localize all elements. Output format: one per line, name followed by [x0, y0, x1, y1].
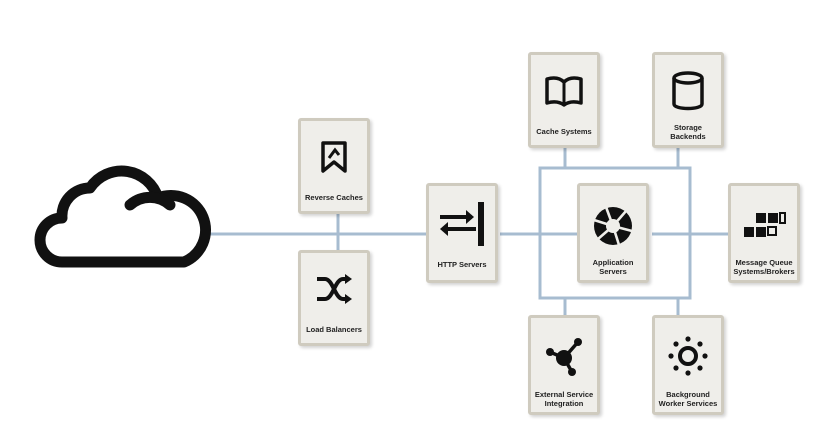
connector-lines	[210, 148, 732, 318]
node-reverse-caches[interactable]: Reverse Caches	[298, 118, 370, 214]
exchange-arrows-icon	[429, 200, 495, 248]
node-label: Application Servers	[592, 257, 634, 276]
node-label: Background Worker Services	[658, 389, 718, 408]
database-icon	[655, 69, 721, 113]
node-label: Storage Backends	[670, 122, 706, 141]
app-cluster-frame	[538, 166, 692, 300]
node-message-queue[interactable]: Message Queue Systems/Brokers	[728, 183, 800, 283]
node-load-balancers[interactable]: Load Balancers	[298, 250, 370, 346]
node-http-servers[interactable]: HTTP Servers	[426, 183, 498, 283]
open-book-icon	[531, 69, 597, 113]
node-label: HTTP Servers	[437, 260, 487, 270]
cloud-icon	[34, 165, 212, 268]
node-storage-backends[interactable]: Storage Backends	[652, 52, 724, 148]
node-label: Cache Systems	[536, 127, 592, 137]
node-label: Reverse Caches	[305, 193, 363, 203]
node-external-service[interactable]: External Service Integration	[528, 315, 600, 415]
node-label: Message Queue Systems/Brokers	[733, 257, 795, 276]
node-label: Load Balancers	[306, 325, 362, 335]
node-application-servers[interactable]: Application Servers	[577, 183, 649, 283]
node-label: External Service Integration	[534, 389, 594, 408]
sun-gear-icon	[655, 334, 721, 378]
shuffle-icon	[301, 267, 367, 311]
aperture-icon	[580, 204, 646, 248]
share-nodes-icon	[531, 334, 597, 378]
queue-blocks-icon	[731, 204, 797, 248]
node-background-worker[interactable]: Background Worker Services	[652, 315, 724, 415]
bookmark-icon	[301, 135, 367, 179]
node-cache-systems[interactable]: Cache Systems	[528, 52, 600, 148]
